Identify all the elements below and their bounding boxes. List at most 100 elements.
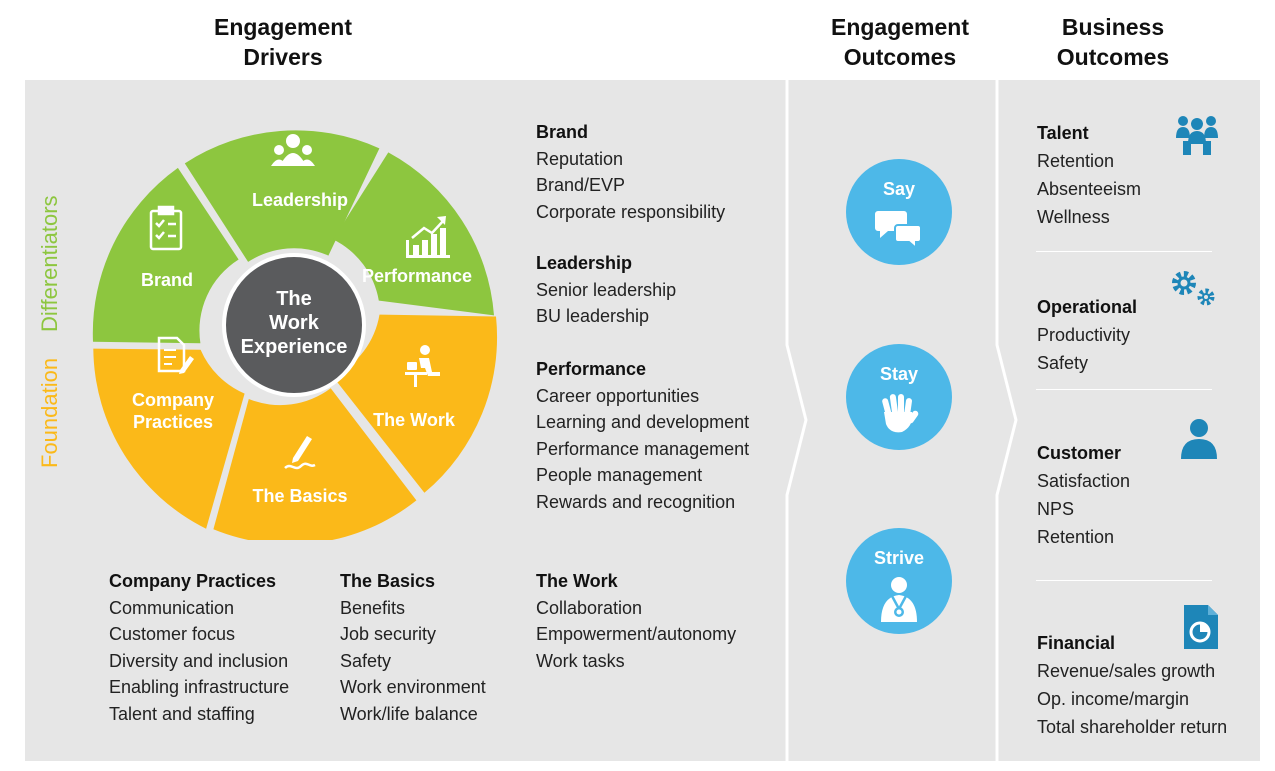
speech-bubbles-icon <box>875 211 922 251</box>
business-divider <box>1036 251 1212 252</box>
business-operational-group: Operational Productivity Safety <box>1037 293 1137 377</box>
business-customer-group: Customer Satisfaction NPS Retention <box>1037 439 1130 551</box>
outcome-stay-label: Stay <box>879 364 919 384</box>
list-item: Retention <box>1037 527 1115 547</box>
foundation-label: Foundation <box>37 357 62 468</box>
list-item: Brand/EVP <box>536 175 626 195</box>
driver-leadership-group: Leadership Senior leadership BU leadersh… <box>536 250 676 330</box>
list-item: Enabling infrastructure <box>109 677 290 697</box>
segment-company-practices <box>93 348 245 529</box>
driver-leadership-title: Leadership <box>536 253 633 273</box>
list-item: Wellness <box>1037 207 1110 227</box>
segment-the-work <box>332 314 498 493</box>
engagement-outcomes-header: Engagement Outcomes <box>830 14 970 70</box>
list-item: Talent and staffing <box>109 703 255 724</box>
list-item: Learning and development <box>536 412 750 432</box>
leadership-group-icon <box>271 134 315 166</box>
segment-label-company-practices-2: Practices <box>133 412 213 432</box>
driver-the-basics-group: The Basics Benefits Job security Safety … <box>340 568 486 727</box>
outcome-say-label: Say <box>882 179 916 199</box>
business-talent-group: Talent Retention Absenteeism Wellness <box>1037 119 1141 231</box>
segment-label-performance: Performance <box>362 266 472 286</box>
driver-company-practices-title: Company Practices <box>109 571 277 591</box>
waving-hand-icon <box>882 394 919 433</box>
person-at-desk-icon <box>405 345 440 387</box>
list-item: Corporate responsibility <box>536 201 726 222</box>
business-customer-title: Customer <box>1037 443 1122 463</box>
person-icon <box>1181 419 1217 459</box>
clipboard-icon <box>149 205 183 251</box>
center-label-line1: The <box>276 288 312 310</box>
driver-performance-group: Performance Career opportunities Learnin… <box>536 356 749 515</box>
list-item: Communication <box>109 597 235 618</box>
medal-person-icon <box>881 577 917 622</box>
list-item: Diversity and inclusion <box>109 650 289 671</box>
driver-performance-title: Performance <box>536 359 647 379</box>
center-label-line3: Experience <box>241 336 348 358</box>
list-item: Customer focus <box>109 624 236 644</box>
segment-leadership <box>184 130 380 262</box>
business-financial-group: Financial Revenue/sales growth Op. incom… <box>1037 629 1227 741</box>
segment-label-company-practices-1: Company <box>132 390 214 410</box>
team-icon <box>1176 116 1218 155</box>
list-item: Empowerment/autonomy <box>536 624 737 644</box>
list-item: People management <box>536 465 703 485</box>
driver-company-practices-group: Company Practices Communication Customer… <box>109 568 289 727</box>
business-financial-title: Financial <box>1037 633 1116 653</box>
list-item: Productivity <box>1037 325 1131 345</box>
wheel-segments <box>92 130 498 540</box>
list-item: Retention <box>1037 151 1115 171</box>
driver-the-work-group: The Work Collaboration Empowerment/auton… <box>536 568 736 674</box>
list-item: Absenteeism <box>1037 179 1142 199</box>
list-item: Satisfaction <box>1037 471 1131 491</box>
list-item: NPS <box>1037 499 1075 519</box>
wheel-center <box>222 253 366 397</box>
segment-label-the-basics: The Basics <box>252 486 347 506</box>
gears-icon <box>1172 271 1215 306</box>
outcome-stay: Stay <box>846 344 952 450</box>
list-item: Performance management <box>536 438 750 459</box>
growth-chart-icon <box>406 216 450 258</box>
business-operational-title: Operational <box>1037 297 1138 317</box>
report-chart-icon <box>1184 605 1218 649</box>
list-item: Reputation <box>536 148 624 169</box>
business-divider <box>1036 389 1212 390</box>
business-divider <box>1036 580 1212 581</box>
drivers-header: Engagement Drivers <box>213 14 353 70</box>
list-item: Collaboration <box>536 597 643 618</box>
driver-the-work-title: The Work <box>536 571 618 591</box>
business-talent-title: Talent <box>1037 123 1089 143</box>
list-item: Senior leadership <box>536 279 677 300</box>
segment-brand <box>92 167 239 344</box>
list-item: Job security <box>340 624 437 644</box>
list-item: Work environment <box>340 677 486 697</box>
list-item: Safety <box>340 650 392 671</box>
list-item: BU leadership <box>536 306 650 326</box>
list-item: Career opportunities <box>536 385 700 406</box>
business-outcomes-header: Business Outcomes <box>1056 14 1170 70</box>
list-item: Rewards and recognition <box>536 491 736 512</box>
list-item: Work/life balance <box>340 703 478 724</box>
segment-the-basics <box>213 388 417 540</box>
list-item: Work tasks <box>536 650 625 671</box>
center-label-line2: Work <box>269 312 320 334</box>
list-item: Benefits <box>340 597 406 618</box>
segment-performance <box>333 152 494 316</box>
outcome-strive: Strive <box>846 528 952 634</box>
work-experience-wheel: The Work Experience Leadership Performan… <box>92 130 498 540</box>
segment-label-the-work: The Work <box>373 410 456 430</box>
outcome-strive-label: Strive <box>873 548 925 568</box>
pen-signature-icon <box>284 436 316 470</box>
outcome-say: Say <box>846 159 952 265</box>
document-pen-icon <box>157 336 194 374</box>
segment-label-leadership: Leadership <box>252 190 348 210</box>
differentiators-label: Differentiators <box>37 195 62 332</box>
segment-label-brand: Brand <box>141 270 193 290</box>
list-item: Op. income/margin <box>1037 689 1190 709</box>
driver-the-basics-title: The Basics <box>340 571 436 591</box>
list-item: Revenue/sales growth <box>1037 661 1216 681</box>
driver-brand-title: Brand <box>536 122 589 142</box>
driver-brand-group: Brand Reputation Brand/EVP Corporate res… <box>536 119 725 225</box>
list-item: Safety <box>1037 353 1089 373</box>
